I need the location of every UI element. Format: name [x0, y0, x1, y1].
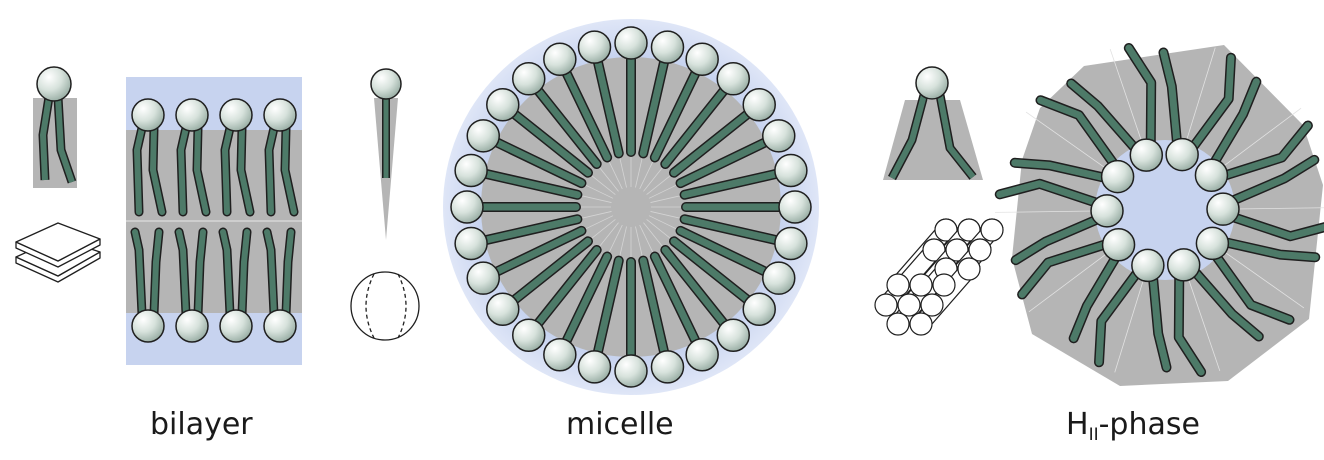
- lipid-head: [579, 31, 611, 63]
- lipid-head: [779, 191, 811, 223]
- lipid-head: [264, 99, 296, 131]
- tube-end: [921, 294, 943, 316]
- lipid-head: [763, 262, 795, 294]
- label-hii-subscript: II: [1089, 425, 1099, 445]
- lipid-head: [717, 63, 749, 95]
- lipid-head: [176, 99, 208, 131]
- lipid-head: [371, 69, 401, 99]
- lipid-head: [487, 89, 519, 121]
- label-hii-h: H: [1066, 407, 1089, 442]
- lipid-head: [220, 99, 252, 131]
- tube-end: [933, 274, 955, 296]
- lipid-head: [467, 120, 499, 152]
- lipid-head: [743, 293, 775, 325]
- lipid-head: [1207, 193, 1239, 225]
- stacked-sheets-icon: [16, 223, 100, 282]
- label-bilayer: bilayer: [150, 407, 253, 442]
- lipid-head: [176, 310, 208, 342]
- tube-end: [875, 294, 897, 316]
- lipid-head: [579, 351, 611, 383]
- lipid-head: [544, 43, 576, 75]
- lipid-head: [1166, 139, 1198, 171]
- label-hii-phase: HII-phase: [1066, 407, 1200, 445]
- label-micelle: micelle: [566, 407, 674, 442]
- lipid-head: [451, 191, 483, 223]
- lipid-head: [37, 67, 71, 101]
- lipid-head: [615, 27, 647, 59]
- tube-end: [898, 294, 920, 316]
- lipid-head: [1195, 159, 1227, 191]
- tube-end: [910, 313, 932, 335]
- lipid-head: [1168, 249, 1200, 281]
- lipid-head: [513, 63, 545, 95]
- lipid-head: [686, 43, 718, 75]
- micelle: [443, 19, 819, 395]
- lipid-head: [513, 319, 545, 351]
- lipid-head: [132, 310, 164, 342]
- single-lipid-inverted-cone: [883, 67, 983, 180]
- lipid-head: [916, 67, 948, 99]
- lipid-head: [686, 339, 718, 371]
- single-lipid-cone: [371, 69, 401, 240]
- lipid-head: [487, 293, 519, 325]
- tube-end: [887, 274, 909, 296]
- lipid-head: [220, 310, 252, 342]
- hexagonal-tubes-icon: [875, 219, 1003, 335]
- lipid-head: [651, 31, 683, 63]
- lipid-head: [763, 120, 795, 152]
- lipid-head: [1091, 195, 1123, 227]
- lipid-head: [1103, 229, 1135, 261]
- tube-end: [887, 313, 909, 335]
- lipid-head: [717, 319, 749, 351]
- lipid-head: [743, 89, 775, 121]
- hii-phase-cross-section: [995, 45, 1324, 386]
- sphere-icon: [351, 272, 419, 340]
- lipid-head: [1132, 249, 1164, 281]
- lipid-head: [1130, 139, 1162, 171]
- lipid-head: [132, 99, 164, 131]
- bilayer-block: [126, 77, 302, 365]
- lipid-head: [615, 355, 647, 387]
- lipid-head: [455, 227, 487, 259]
- tube-end: [910, 274, 932, 296]
- lipid-head: [775, 227, 807, 259]
- single-lipid-cylinder: [33, 67, 77, 188]
- lipid-head: [455, 155, 487, 187]
- lipid-head: [264, 310, 296, 342]
- lipid-head: [775, 155, 807, 187]
- lipid-head: [467, 262, 499, 294]
- label-hii-suffix: -phase: [1099, 407, 1200, 442]
- lipid-head: [544, 339, 576, 371]
- lipid-head: [1196, 227, 1228, 259]
- lipid-head: [1102, 161, 1134, 193]
- lipid-head: [651, 351, 683, 383]
